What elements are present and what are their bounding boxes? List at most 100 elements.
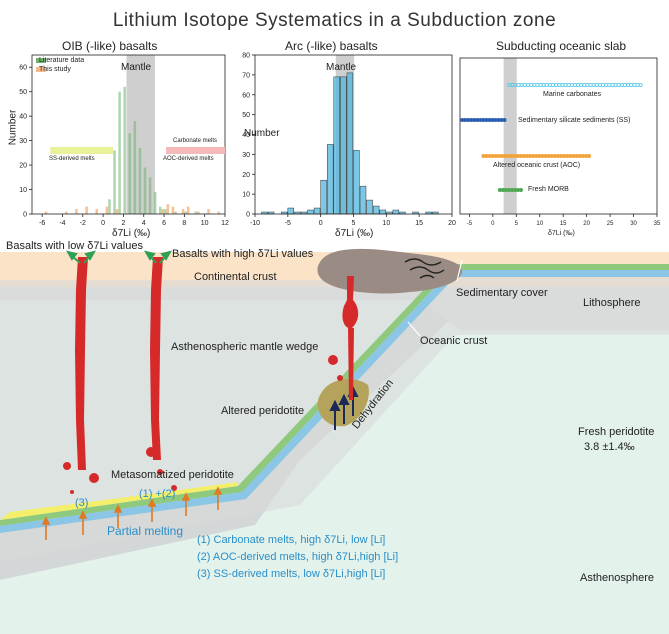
y-tick-label: 30 [242,152,250,159]
slab-data-point [532,83,537,88]
x-tick-label: -6 [39,220,45,227]
histogram-bar [44,211,48,214]
slab-data-point [604,83,609,88]
x-tick-label: 5 [352,220,356,227]
histogram-bar [138,147,142,214]
slab-data-point [610,83,615,88]
y-tick-label: 10 [19,187,27,194]
plot-frame [31,54,226,215]
slab-data-point [585,83,590,88]
histogram-bar [166,204,170,214]
slab-row-carbonates: Marine carbonates [543,91,601,98]
histogram-bar [164,209,167,214]
melt-droplets [63,355,343,494]
slab-data-point [579,83,584,88]
y-tick-label: 70 [242,72,250,79]
eruption-arrows [65,250,173,264]
histogram-bar [105,206,109,214]
arc-xlabel: δ7Li (‰) [335,228,374,239]
plume-arc [342,276,359,400]
x-tick-label: 0 [491,221,495,227]
legend-item-3: (3) SS-derived melts, low δ7Li,high [Li] [197,568,386,580]
x-tick-label: 4 [142,220,146,227]
y-tick-label: 40 [242,132,250,139]
slab-data-point [502,118,507,123]
slab-data-point [516,83,521,88]
slab-data-point [622,83,627,88]
oib-mantle-label: Mantle [121,62,152,73]
slab-data-point [635,83,640,88]
x-tick-label: 20 [583,221,590,227]
histogram-bar [184,211,187,214]
mantle-band [503,58,517,214]
partial-melting-label: Partial melting [107,524,184,538]
slab-data-point [518,187,523,192]
x-tick-label: 12 [221,220,229,227]
slab-data-point [594,83,599,88]
histogram-bar [153,191,157,214]
slab-data-point [613,83,618,88]
x-tick-label: -5 [285,220,291,227]
partial-melting-arrows [41,486,223,540]
arc-panel-title: Arc (-like) basalts [285,39,378,53]
callout-lines [407,259,463,337]
x-tick-label: -4 [59,220,65,227]
slab-data-point [569,83,574,88]
x-tick-label: 2 [121,220,125,227]
y-tick-label: 0 [246,212,250,219]
legend-item-2: (2) AOC-derived melts, high δ7Li,high [L… [197,551,399,563]
x-tick-label: -5 [467,221,473,227]
histogram-bar [85,206,88,214]
histogram-bar [148,177,152,214]
oib-carb-annotation: Carbonate melts [173,138,218,144]
y-tick-label: 50 [19,89,27,96]
x-tick-label: 5 [515,221,519,227]
oceanic-crust-label: Oceanic crust [420,335,488,347]
slab-data-point [586,153,591,158]
x-tick-label: 8 [182,220,186,227]
histogram-bar [128,133,132,214]
slab-data-point [629,83,634,88]
oib-aoc-annotation: AOC-derived melts [163,156,214,162]
histogram-bar [194,211,198,214]
continental-crust-label: Continental crust [194,271,277,283]
histogram-bar [181,209,185,214]
basalts-low-label: Basalts with low δ7Li values [6,240,143,252]
y-tick-label: 50 [242,112,250,119]
metasomatized-label: Metasomatized peridotite [111,469,234,481]
slab-data-point [547,83,552,88]
slab-data-point [616,83,621,88]
y-tick-label: 40 [19,114,27,121]
plume-high-li [150,257,163,460]
histogram-bar [158,206,162,214]
metasomatized-zone [0,482,238,520]
asthenosphere-label: Asthenosphere [580,572,654,584]
y-tick-label: 30 [19,138,27,145]
slab-data-point [566,83,571,88]
slab-data-point [626,83,631,88]
slab-row-ss: Sedimentary silicate sediments (SS) [518,117,631,124]
oib-xlabel: δ7Li (‰) [112,228,151,239]
slab-xlabel: δ7Li (‰) [548,230,575,237]
histogram-bar [197,211,200,214]
x-tick-label: 30 [630,221,637,227]
y-tick-label: 0 [23,212,27,219]
x-tick-label: 6 [162,220,166,227]
slab-data-point [576,83,581,88]
slab-data-point [557,83,562,88]
slab-data-point [588,83,593,88]
oib-legend-literature: Literature data [39,57,85,64]
histogram-bar [217,211,220,214]
histogram-bar [186,206,190,214]
slab-data-point [563,83,568,88]
slab-data-point [560,83,565,88]
slab-data-point [519,83,524,88]
x-tick-label: 10 [201,220,209,227]
histogram-bar [174,211,177,214]
melt-source-1-2: (1) +(2) [139,488,176,500]
crust-fold-lines [404,258,445,279]
x-tick-label: 10 [536,221,543,227]
histogram-bar [133,121,137,214]
